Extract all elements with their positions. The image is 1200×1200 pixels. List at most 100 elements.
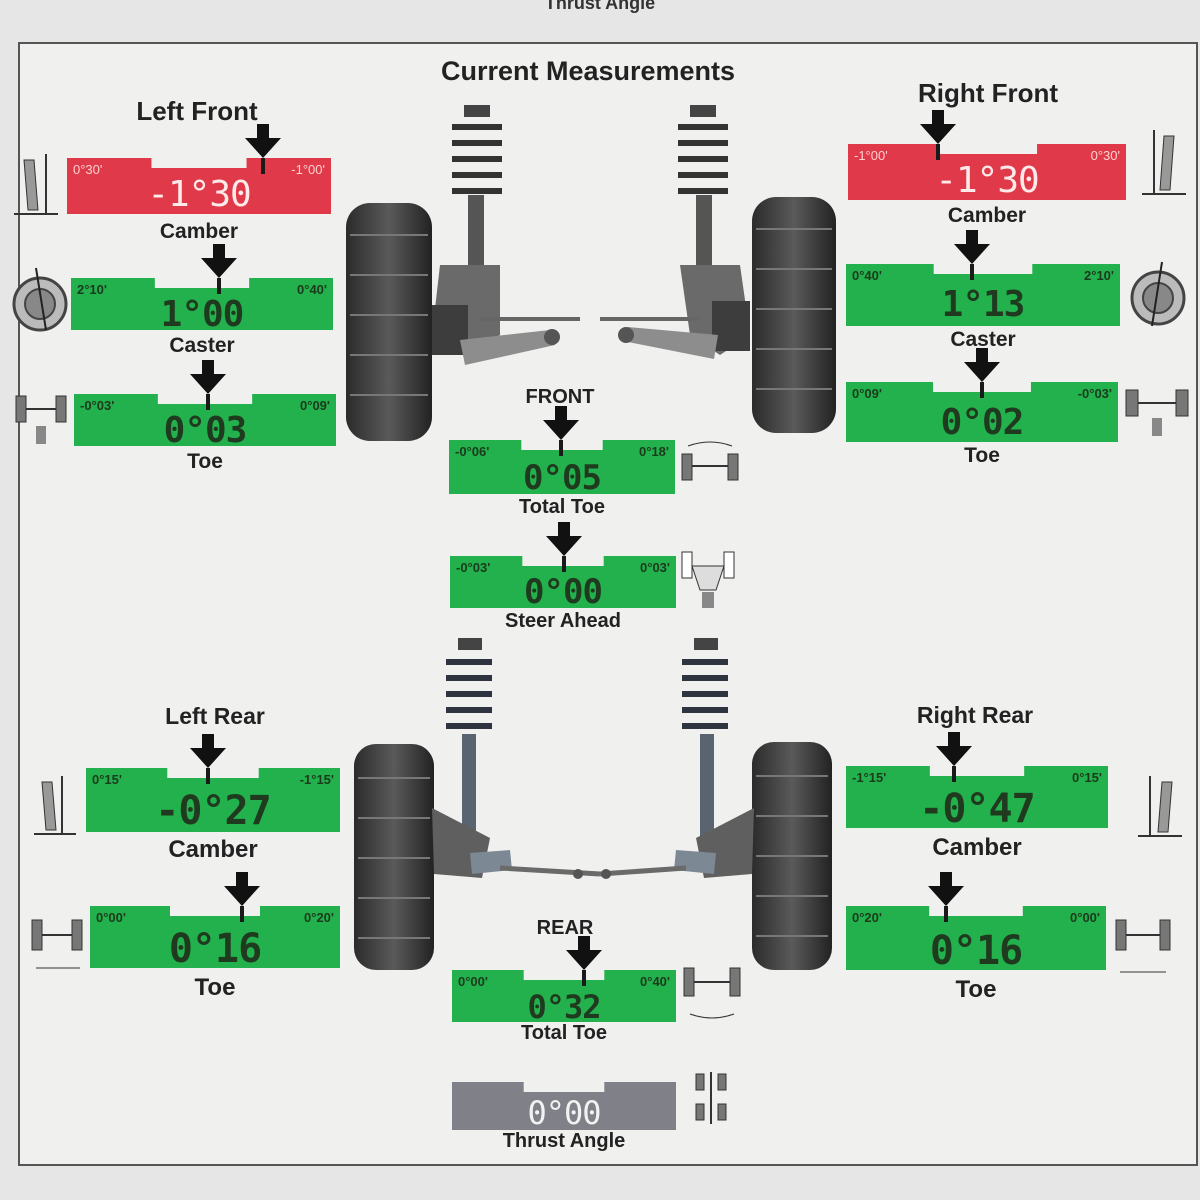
rear-total-toe-max: 0°40' <box>640 974 670 989</box>
gauge-background <box>846 906 1106 970</box>
left-front-caster-icon <box>12 267 68 332</box>
indicator-arrow-icon <box>190 360 226 394</box>
left-front-toe-gauge[interactable]: -0°03' 0°09' 0°03 Toe <box>74 394 336 473</box>
gauge-band <box>450 556 676 608</box>
gauge-band <box>452 1082 676 1130</box>
left-rear-toe-value: 0°16 <box>168 926 262 972</box>
right-rear-toe-max: 0°00' <box>1070 910 1100 925</box>
left-rear-toe-min: 0°00' <box>96 910 126 925</box>
front-total-toe-label: Total Toe <box>519 496 605 518</box>
left-front-caster-gauge[interactable]: 2°10' 0°40' 1°00 Caster <box>71 278 333 357</box>
rear-total-toe-icon <box>683 967 741 1019</box>
right-front-toe-value: 0°02 <box>940 402 1025 443</box>
gauge-background <box>452 970 676 1022</box>
left-front-toe-value: 0°03 <box>163 410 248 451</box>
steer-ahead-min: -0°03' <box>456 560 491 575</box>
indicator-arrow-icon <box>566 936 602 970</box>
indicator-arrow-icon <box>190 734 226 768</box>
gauge-band <box>74 394 336 446</box>
left-rear-title: Left Rear <box>165 703 265 729</box>
left-rear-toe-gauge[interactable]: 0°00' 0°20' 0°16 Toe <box>90 906 340 1001</box>
gauge-indicator-tick <box>240 906 244 922</box>
gauge-indicator-tick <box>206 768 210 784</box>
left-rear-toe-max: 0°20' <box>304 910 334 925</box>
thrust-angle-gauge[interactable]: 0°00 Thrust Angle <box>452 1082 676 1152</box>
left-rear-camber-gauge[interactable]: 0°15' -1°15' -0°27 Camber <box>86 768 340 863</box>
front-total-toe-gauge[interactable]: -0°06' 0°18' 0°05 Total Toe <box>449 440 675 518</box>
gauge-band <box>846 766 1108 828</box>
left-front-camber-max: -1°00' <box>291 162 325 177</box>
front-total-toe-min: -0°06' <box>455 444 490 459</box>
left-front-camber-gauge[interactable]: 0°30' -1°00' -1°30 Camber <box>67 158 331 243</box>
gauge-band <box>848 144 1126 200</box>
left-front-caster-label: Caster <box>169 334 235 357</box>
right-rear-camber-icon <box>1138 776 1182 837</box>
indicator-arrow-icon <box>936 732 972 766</box>
right-rear-title: Right Rear <box>916 702 1034 728</box>
gauge-band <box>90 906 340 968</box>
indicator-arrow-icon <box>546 522 582 556</box>
rear-total-toe-gauge[interactable]: 0°00' 0°40' 0°32 Total Toe <box>452 970 676 1044</box>
right-rear-camber-value: -0°47 <box>919 786 1035 832</box>
indicator-arrow-icon <box>543 406 579 440</box>
gauge-background <box>848 144 1126 200</box>
left-front-camber-min: 0°30' <box>73 162 103 177</box>
right-front-title: Right Front <box>917 78 1059 108</box>
gauge-indicator-tick <box>944 906 948 922</box>
right-rear-camber-label: Camber <box>932 834 1022 861</box>
left-front-camber-label: Camber <box>159 220 239 243</box>
rear-section-label: REAR <box>536 917 594 939</box>
gauge-band <box>71 278 333 330</box>
left-rear-camber-min: 0°15' <box>92 772 122 787</box>
gauge-band <box>452 970 676 1022</box>
left-rear-camber-icon <box>34 776 76 835</box>
right-rear-camber-max: 0°15' <box>1072 770 1102 785</box>
gauge-indicator-tick <box>217 278 221 294</box>
gauge-indicator-tick <box>952 766 956 782</box>
right-rear-toe-gauge[interactable]: 0°20' 0°00' 0°16 Toe <box>846 906 1106 1003</box>
front-section-label: FRONT <box>525 386 595 408</box>
right-rear-toe-icon <box>1115 919 1171 973</box>
left-rear-toe-label: Toe <box>194 974 236 1001</box>
rear-total-toe-value: 0°32 <box>527 988 601 1026</box>
steer-ahead-gauge[interactable]: -0°03' 0°03' 0°00 Steer Ahead <box>450 556 676 632</box>
right-front-camber-icon <box>1142 130 1186 195</box>
left-rear-camber-value: -0°27 <box>155 788 271 834</box>
gauge-band <box>846 906 1106 970</box>
front-total-toe-value: 0°05 <box>523 458 602 498</box>
gauge-indicator-tick <box>980 382 984 398</box>
indicator-arrow-icon <box>201 244 237 278</box>
thrust-angle-value: 0°00 <box>527 1094 601 1132</box>
steer-ahead-label: Steer Ahead <box>505 610 621 632</box>
left-front-caster-min: 2°10' <box>77 282 107 297</box>
indicator-arrow-icon <box>224 872 260 906</box>
right-front-caster-value: 1°13 <box>941 284 1026 325</box>
right-front-toe-gauge[interactable]: 0°09' -0°03' 0°02 Toe <box>846 382 1118 467</box>
gauge-indicator-tick <box>562 556 566 572</box>
gauge-indicator-tick <box>970 264 974 280</box>
front-total-toe-max: 0°18' <box>639 444 669 459</box>
right-front-camber-min: -1°00' <box>854 148 888 163</box>
gauge-background <box>71 278 333 330</box>
cut-off-heading: Thrust Angle <box>544 0 656 13</box>
gauge-indicator-tick <box>936 144 940 160</box>
gauge-band <box>86 768 340 832</box>
right-rear-toe-label: Toe <box>955 976 997 1003</box>
right-rear-camber-gauge[interactable]: -1°15' 0°15' -0°47 Camber <box>846 766 1108 861</box>
left-front-toe-min: -0°03' <box>80 398 115 413</box>
gauge-indicator-tick <box>559 440 563 456</box>
front-total-toe-icon <box>681 441 739 481</box>
gauge-background <box>90 906 340 968</box>
right-front-caster-gauge[interactable]: 0°40' 2°10' 1°13 Caster <box>846 264 1120 351</box>
front-suspension-illustration <box>346 105 836 441</box>
left-rear-camber-label: Camber <box>168 836 258 863</box>
gauge-background <box>846 264 1120 326</box>
rear-suspension-illustration <box>354 638 832 970</box>
indicator-arrow-icon <box>245 124 281 158</box>
rear-total-toe-min: 0°00' <box>458 974 488 989</box>
right-rear-toe-value: 0°16 <box>929 928 1023 974</box>
right-front-camber-gauge[interactable]: -1°00' 0°30' -1°30 Camber <box>848 144 1126 227</box>
gauge-indicator-tick <box>582 970 586 986</box>
indicator-arrow-icon <box>954 230 990 264</box>
right-front-caster-label: Caster <box>950 328 1016 351</box>
